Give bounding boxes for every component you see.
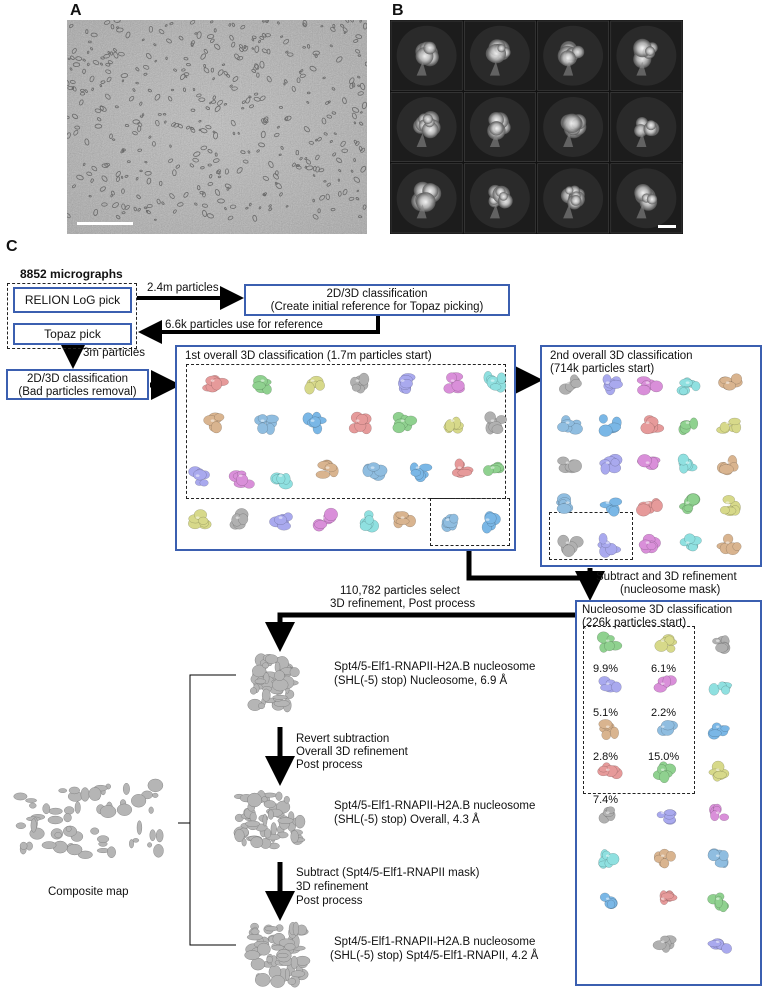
selected-classes-group-1 (186, 364, 506, 499)
pct-6: 15.0% (648, 751, 680, 763)
scale-bar-a (77, 222, 133, 225)
pct-1: 9.9% (593, 663, 619, 675)
label-6-6k: 6.6k particles use for reference (165, 319, 323, 331)
log-pick-box: RELION LoG pick (13, 287, 132, 313)
panel-letter-a: A (70, 2, 82, 19)
sub2-line2: 3D refinement (296, 881, 369, 893)
revert-line2: Overall 3D refinement (296, 746, 408, 758)
cryo-em-micrograph (67, 20, 367, 234)
first-overall-box: 1st overall 3D classification (1.7m part… (175, 345, 516, 551)
class-init-box: 2D/3D classification (Create initial ref… (244, 284, 510, 316)
selected-classes-group-3 (549, 512, 633, 560)
label-subtract-2: (nucleosome mask) (620, 584, 721, 596)
panel-letter-b: B (392, 2, 404, 19)
2d-class-averages-grid (390, 20, 683, 234)
pct-7: 7.4% (593, 794, 619, 806)
sub2-line3: Post process (296, 895, 363, 907)
label-subtract-1: Subtract and 3D refinement (596, 571, 737, 583)
label-2-4m: 2.4m particles (147, 282, 219, 294)
sub2-line1: Subtract (Spt4/5-Elf1-RNAPII mask) (296, 867, 480, 879)
pct-4: 2.2% (651, 707, 677, 719)
result2-line1: Spt4/5-Elf1-RNAPII-H2A.B nucleosome (334, 800, 536, 812)
selected-nucleosome-group (583, 626, 695, 794)
selected-classes-group-2 (430, 498, 510, 546)
micrographs-count: 8852 micrographs (20, 267, 123, 281)
result3-line1: Spt4/5-Elf1-RNAPII-H2A.B nucleosome (334, 936, 536, 948)
composite-map-label: Composite map (48, 886, 129, 898)
result1-line2: (SHL(-5) stop) Nucleosome, 6.9 Å (334, 675, 508, 687)
class-bad-box: 2D/3D classification (Bad particles remo… (6, 369, 149, 400)
panel-letter-c: C (6, 238, 18, 255)
label-3m: 3m particles (83, 347, 145, 359)
label-select-1: 110,782 particles select (340, 585, 460, 597)
topaz-pick-box: Topaz pick (13, 323, 132, 345)
micrographs-group (7, 283, 137, 349)
pct-5: 2.8% (593, 751, 619, 763)
revert-line3: Post process (296, 759, 363, 771)
result3-line2: (SHL(-5) stop) Spt4/5-Elf1-RNAPII, 4.2 Å (330, 950, 539, 962)
result1-line1: Spt4/5-Elf1-RNAPII-H2A.B nucleosome (334, 661, 536, 673)
pct-3: 5.1% (593, 707, 619, 719)
revert-line1: Revert subtraction (296, 733, 390, 745)
pct-2: 6.1% (651, 663, 677, 675)
result2-line2: (SHL(-5) stop) Overall, 4.3 Å (334, 814, 480, 826)
label-select-2: 3D refinement, Post process (330, 598, 476, 610)
